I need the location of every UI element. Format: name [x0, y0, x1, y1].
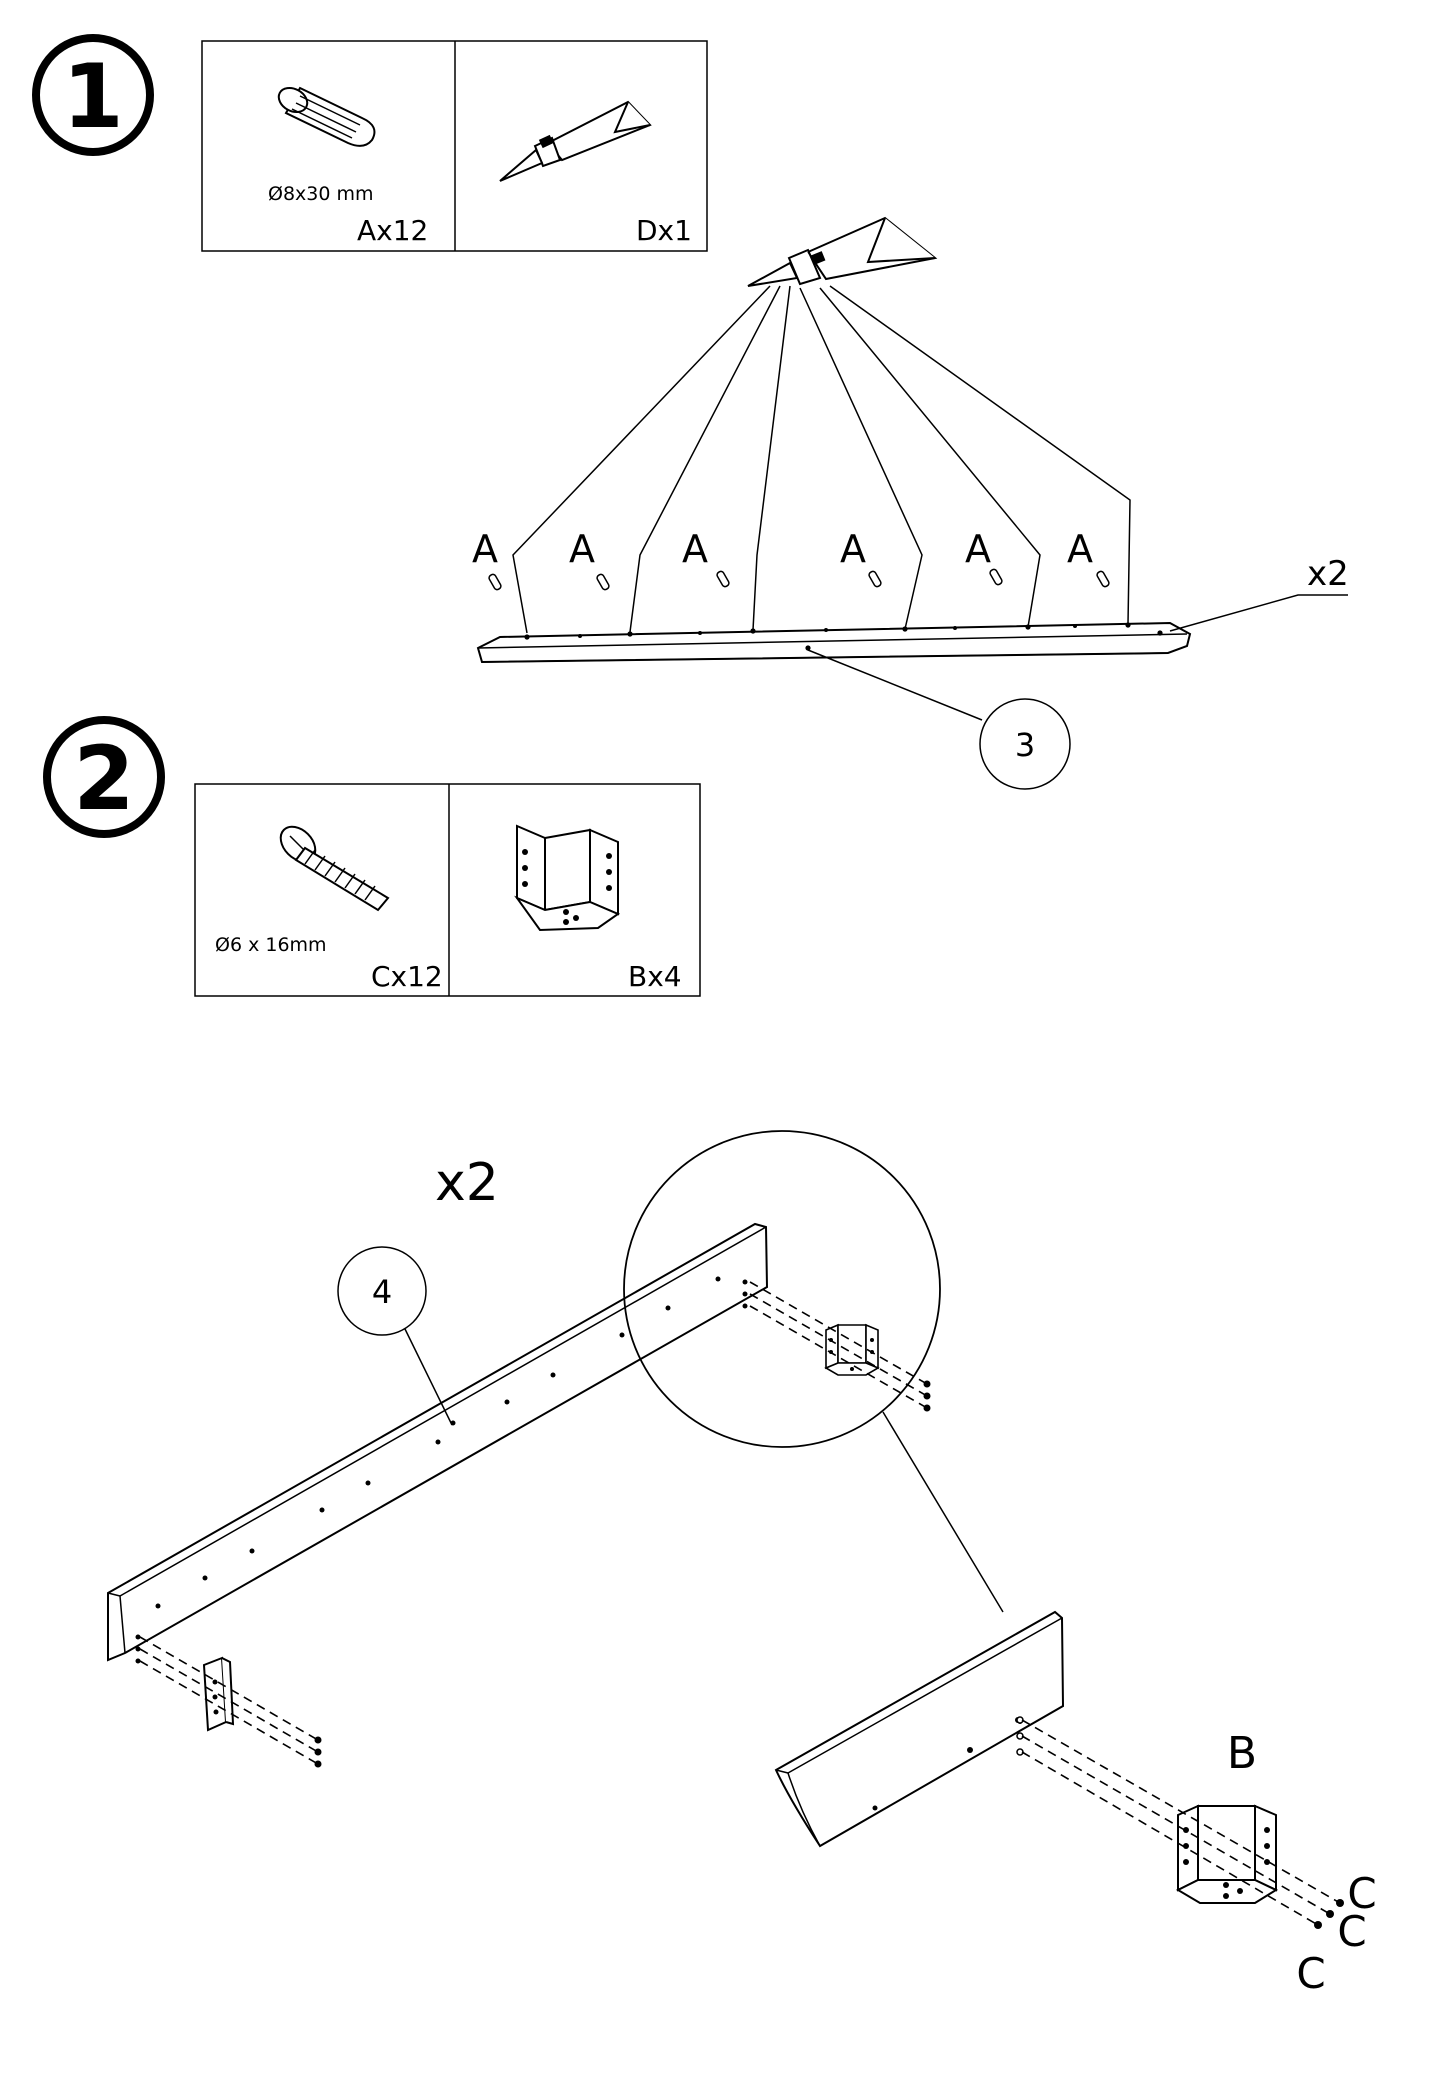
screw-icon — [1314, 1921, 1322, 1929]
screw-icon — [314, 1760, 322, 1768]
screw-icon — [923, 1380, 931, 1388]
glue-leader-lines — [512, 285, 1131, 634]
step-2-parts-box: Ø6 x 16mm Cx12 Bx4 — [194, 783, 701, 997]
glue-tube-icon — [499, 100, 652, 182]
detail-panel — [774, 1610, 1065, 1848]
glue-tube-large-icon — [747, 216, 938, 287]
wooden-dowel-icon — [277, 86, 376, 147]
dowel-label-a: A — [682, 527, 708, 571]
rail-board-part-3 — [476, 621, 1192, 664]
multiplier-leader — [1169, 594, 1348, 632]
step-1-number: 1 — [62, 45, 123, 148]
part-4-leader — [404, 1328, 453, 1426]
side-panel-part-4 — [107, 1222, 769, 1664]
bracket-label-b: B — [1227, 1728, 1257, 1779]
screw-label-c: C — [1337, 1907, 1366, 1956]
screw-icon — [314, 1748, 322, 1756]
dowel-labels: A A A A A A — [472, 527, 1093, 571]
screw-icon — [1336, 1899, 1344, 1907]
screw-qty-label: Cx12 — [371, 960, 443, 993]
bracket-qty-label: Bx4 — [628, 960, 682, 993]
part-4-number: 4 — [372, 1273, 392, 1311]
screw-label-c: C — [1296, 1949, 1325, 1998]
part-3-leader — [807, 649, 983, 721]
dowel-spec-label: Ø8x30 mm — [268, 183, 374, 205]
dowel-label-a: A — [965, 527, 991, 571]
dowel-qty-label: Ax12 — [357, 214, 428, 247]
screw-labels-c: C C C — [1296, 1869, 1376, 1998]
step-1-multiplier: x2 — [1307, 554, 1349, 594]
step-1-badge: 1 — [32, 34, 154, 156]
step-1-parts-box: Ø8x30 mm Ax12 Dx1 — [201, 40, 708, 252]
part-3-number: 3 — [1015, 726, 1035, 764]
dowel-label-a: A — [472, 527, 498, 571]
screw-icon — [314, 1736, 322, 1744]
screw-label-c: C — [1347, 1869, 1376, 1918]
part-3-callout — [979, 698, 1071, 790]
dowel-label-a: A — [840, 527, 866, 571]
left-bracket-assembly — [139, 1636, 322, 1768]
dowel-label-a: A — [1067, 527, 1093, 571]
screw-icon — [1326, 1910, 1334, 1918]
screw-icon — [279, 825, 390, 912]
detail-screw-paths — [1021, 1719, 1344, 1929]
screw-icon — [923, 1392, 931, 1400]
corner-bracket-icon — [514, 824, 621, 932]
small-dowels — [488, 568, 1110, 591]
dowel-label-a: A — [569, 527, 595, 571]
step-2-multiplier: x2 — [435, 1153, 499, 1213]
step-2: 2 Ø6 x 16mm Cx12 — [43, 716, 1377, 1998]
detail-magnifier — [623, 1130, 1004, 1613]
magnifier-bracket — [749, 1281, 931, 1412]
corner-bracket-b — [1175, 1804, 1279, 1904]
screw-spec-label: Ø6 x 16mm — [215, 934, 327, 956]
step-2-number: 2 — [73, 727, 134, 830]
step-2-badge: 2 — [43, 716, 165, 838]
glue-qty-label: Dx1 — [636, 214, 692, 247]
part-4-callout — [337, 1246, 427, 1336]
screw-icon — [923, 1404, 931, 1412]
step-1: 1 Ø8x30 mm Ax12 Dx — [32, 34, 1349, 790]
